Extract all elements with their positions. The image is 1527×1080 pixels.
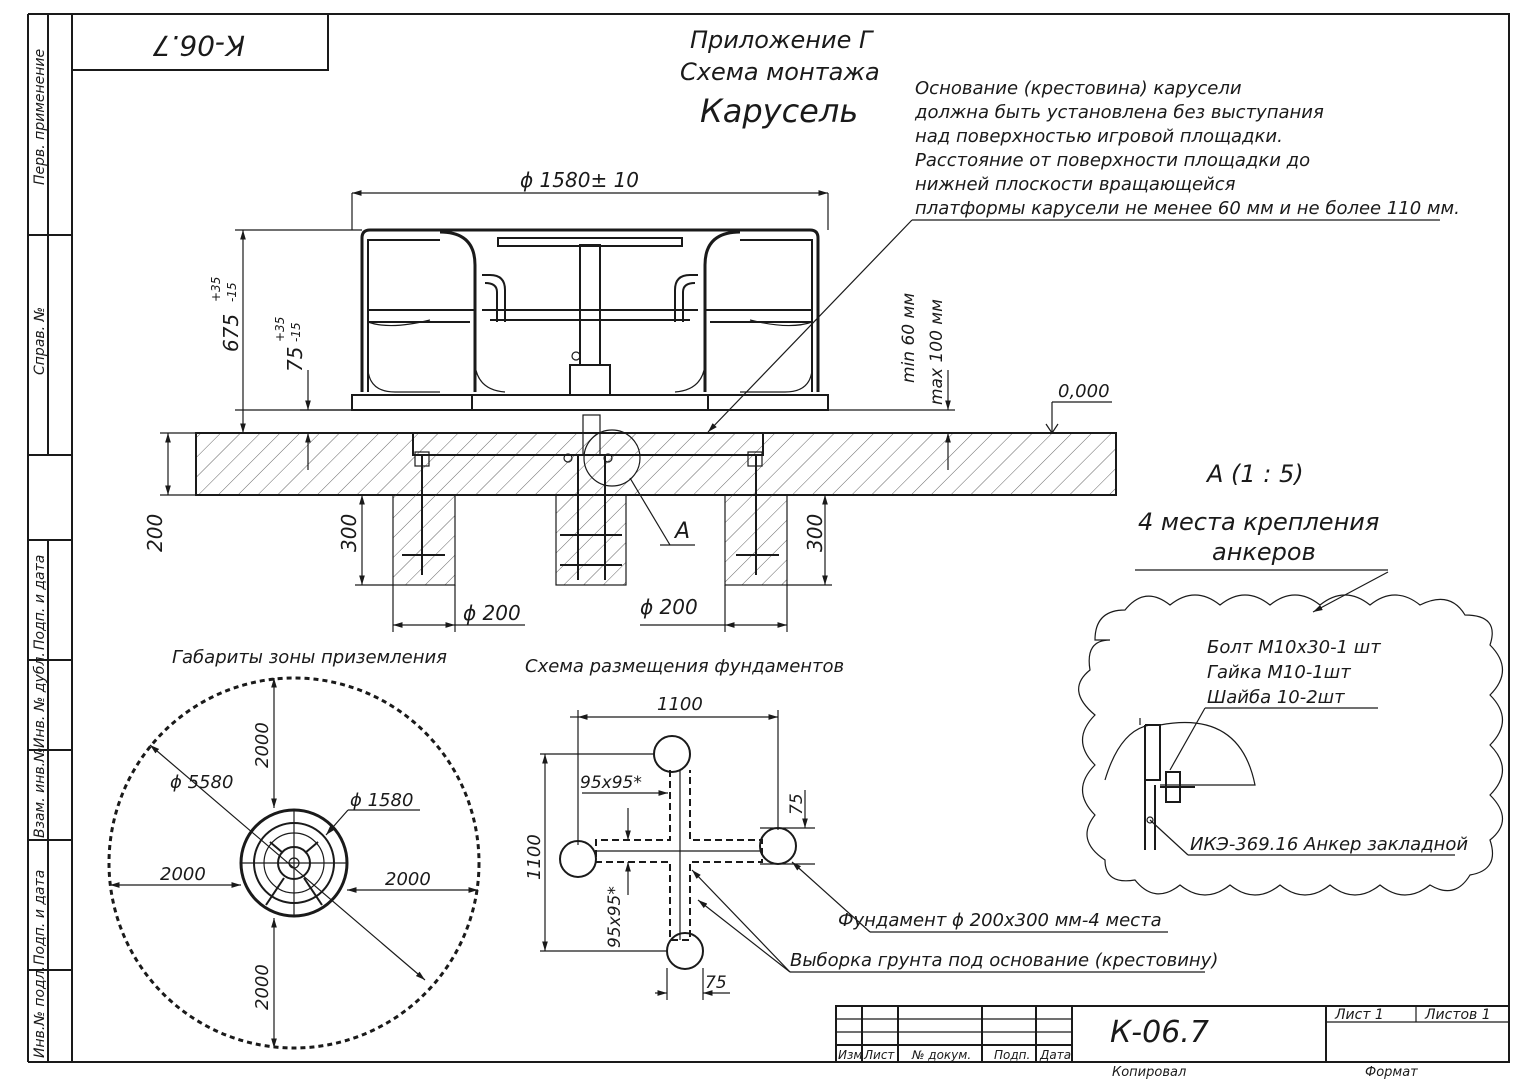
dim-height-gap-tol-dn: -15 (289, 322, 303, 342)
detail-washer: Шайба 10-2шт (1207, 687, 1345, 708)
tb-sheets: Листов 1 (1424, 1007, 1491, 1023)
dim-ground-depth: 200 (143, 514, 167, 552)
dim-pit-dia-right: ϕ 200 (640, 595, 698, 619)
detail-cloud (1078, 594, 1504, 896)
tb-code: К-06.7 (1110, 1015, 1209, 1050)
zone-bottom: 2000 (252, 964, 273, 1010)
tb-data: Дата (1039, 1048, 1071, 1062)
top-stamp-code: К-06.7 (152, 29, 245, 62)
foundation-trench-v: 95х95* (605, 886, 625, 948)
dim-min-gap: min 60 мм (899, 293, 919, 383)
note-line-3: над поверхностью игровой площадки. (915, 126, 1283, 147)
dim-pit-depth-left: 300 (337, 514, 361, 552)
detail-nut: Гайка М10-1шт (1207, 662, 1351, 683)
title-block-text: Приложение Г Схема монтажа Карусель (680, 26, 880, 130)
zone-d-inner: ϕ 1580 (350, 790, 413, 811)
dim-max-gap: max 100 мм (927, 299, 947, 405)
dim-height-gap: 75 (283, 347, 307, 372)
tb-n-dokum: № докум. (911, 1048, 971, 1062)
foundation-offset-right: 75 (787, 793, 807, 815)
zone-right: 2000 (385, 869, 431, 890)
note-line-4: Расстояние от поверхности площадки до (915, 150, 1310, 171)
side-label-sprav: Справ. № (32, 307, 48, 375)
side-label-inv-podl: Инв.№ подл. (32, 966, 48, 1058)
installation-note: Основание (крестовина) карусели должна б… (707, 78, 1460, 433)
detail-anchor: ИКЭ-369.16 Анкер закладной (1190, 834, 1468, 855)
note-line-2: должна быть установлена без выступания (914, 102, 1324, 123)
foundation-trench-h: 95х95* (580, 773, 642, 793)
foundation-layout: Схема размещения фундаментов 1100 1100 9… (524, 656, 1218, 1000)
zone-title: Габариты зоны приземления (172, 647, 447, 668)
tb-izm: Изм (838, 1048, 862, 1062)
detail-subtitle-1: 4 места крепления (1138, 508, 1379, 536)
dim-pit-dia-left: ϕ 200 (463, 601, 521, 625)
detail-bolt: Болт М10х30-1 шт (1207, 637, 1381, 658)
detail-title: А (1 : 5) (1205, 460, 1304, 488)
drawing-frame (27, 13, 1510, 1063)
side-label-vzam-inv: Взам. инв.№ (32, 747, 48, 838)
side-label-inv-dubl: Инв. № дубл. (32, 652, 48, 748)
side-label-podp-data-1: Подп. и дата (32, 555, 48, 650)
side-label-perv: Перв. применение (32, 49, 48, 185)
foundation-title: Схема размещения фундаментов (525, 656, 844, 677)
dim-diameter-top: ϕ 1580± 10 (520, 168, 639, 192)
dim-height-main-tol-up: +35 (209, 277, 223, 302)
tb-list: Лист (863, 1048, 895, 1062)
title-line-3: Карусель (700, 92, 858, 130)
detail-a: А (1 : 5) 4 места крепления анкеров Болт… (1078, 460, 1504, 896)
callout-a-label: А (673, 519, 690, 544)
tb-format: Формат (1365, 1065, 1418, 1080)
trench-label: Выборка грунта под основание (крестовину… (790, 950, 1218, 971)
note-line-5: нижней плоскости вращающейся (915, 174, 1236, 195)
title-line-1: Приложение Г (690, 26, 874, 54)
title-block: Изм Лист № докум. Подп. Дата К-06.7 Лист… (835, 1005, 1510, 1080)
tb-copied: Копировал (1112, 1065, 1186, 1080)
top-stamp: К-06.7 (71, 13, 329, 71)
zone-left: 2000 (160, 864, 206, 885)
detail-subtitle-2: анкеров (1212, 538, 1316, 566)
dim-level: 0,000 (1058, 381, 1110, 402)
elevation-view: А (143, 168, 1117, 632)
note-line-6: платформы карусели не менее 60 мм и не б… (915, 198, 1460, 219)
title-line-2: Схема монтажа (680, 58, 880, 86)
foundation-offset-bottom: 75 (705, 973, 727, 993)
foundation-height: 1100 (524, 834, 545, 880)
landing-zone: Габариты зоны приземления 2000 2000 2000… (107, 647, 481, 1050)
tb-podp: Подп. (994, 1048, 1030, 1062)
dim-height-main: 675 (219, 314, 243, 352)
foundation-label: Фундамент ϕ 200х300 мм-4 места (838, 910, 1162, 931)
note-line-1: Основание (крестовина) карусели (915, 78, 1242, 99)
dim-height-gap-tol-up: +35 (273, 317, 287, 342)
dim-pit-depth-right: 300 (803, 514, 827, 552)
zone-top: 2000 (252, 722, 273, 768)
side-label-podp-data-2: Подп. и дата (32, 870, 48, 965)
side-labels: Перв. применение Справ. № Подп. и дата И… (32, 49, 48, 1058)
foundation-width: 1100 (657, 694, 703, 715)
tb-sheet: Лист 1 (1334, 1007, 1384, 1023)
dim-height-main-tol-dn: -15 (225, 282, 239, 302)
zone-d-outer: ϕ 5580 (170, 772, 233, 793)
